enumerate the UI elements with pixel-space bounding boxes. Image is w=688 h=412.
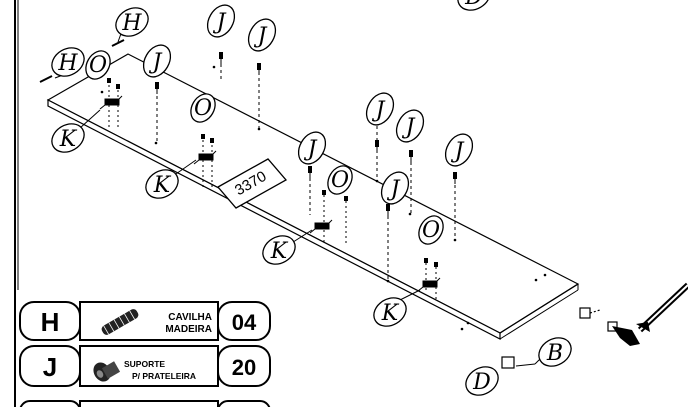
svg-text:B: B	[546, 341, 563, 366]
callout-d-top: D	[457, 0, 491, 11]
svg-text:J: J	[149, 50, 163, 75]
k-brackets	[99, 95, 441, 292]
shelf-support-icon	[93, 361, 121, 382]
callout-o-4: O	[418, 215, 444, 245]
callout-b: B	[538, 337, 572, 367]
parts-row-h: H CAVILHA MADEIRA 04	[19, 301, 271, 341]
svg-text:J: J	[372, 98, 386, 123]
svg-text:D: D	[464, 0, 483, 10]
svg-text:J: J	[213, 10, 227, 35]
parts-row-j-qty: 20	[232, 355, 256, 380]
parts-row-h-qty: 04	[232, 310, 257, 335]
callout-j-8: J	[380, 171, 410, 205]
callout-k-1: K	[51, 123, 85, 153]
callout-j-6: J	[395, 109, 425, 143]
callout-leaders	[54, 27, 544, 367]
callout-k-4: K	[373, 297, 407, 327]
hammer-icon	[612, 282, 688, 346]
callout-o-2: O	[190, 93, 216, 123]
callout-h-2: H	[115, 7, 149, 37]
callout-j-1: J	[206, 4, 236, 38]
parts-row-h-name-line2: MADEIRA	[165, 324, 212, 335]
parts-table: H CAVILHA MADEIRA 04 J	[19, 301, 271, 412]
o-guide-lines	[108, 80, 437, 300]
svg-text:J: J	[451, 139, 465, 164]
callout-k-3: K	[262, 235, 296, 265]
svg-text:O: O	[194, 96, 212, 121]
parts-row-j-name-line2: P/ PRATELEIRA	[132, 371, 196, 381]
svg-text:O: O	[89, 53, 107, 78]
wooden-dowel-icon	[101, 309, 139, 335]
shelf-panel	[46, 53, 580, 340]
svg-text:J: J	[304, 137, 318, 162]
svg-text:O: O	[422, 218, 440, 243]
svg-text:J: J	[402, 115, 416, 140]
svg-text:O: O	[331, 168, 349, 193]
parts-row-h-name-line1: CAVILHA	[168, 312, 212, 323]
parts-row-partial	[19, 400, 271, 412]
svg-text:K: K	[270, 239, 289, 264]
callout-j-2: J	[247, 18, 277, 52]
callout-k-2: K	[145, 169, 179, 199]
small-screws	[107, 78, 438, 267]
callout-o-1: O	[85, 50, 111, 80]
wooden-dowels	[39, 39, 125, 83]
svg-text:J: J	[254, 24, 268, 49]
svg-text:K: K	[59, 127, 78, 152]
callout-o-3: O	[327, 165, 353, 195]
svg-text:J: J	[387, 177, 401, 202]
svg-text:H: H	[57, 51, 78, 76]
callout-d: D	[465, 366, 499, 396]
callout-h-1: H	[51, 47, 85, 77]
svg-text:D: D	[472, 370, 491, 395]
svg-text:K: K	[153, 173, 172, 198]
parts-row-j: J SUPORTE P/ PRATELEIRA 20	[19, 345, 271, 387]
panel-holes	[100, 65, 547, 331]
svg-text:H: H	[121, 11, 142, 36]
callout-j-7: J	[444, 133, 474, 167]
callout-j-3: J	[142, 44, 172, 78]
parts-row-j-name-line1: SUPORTE	[124, 359, 165, 369]
parts-row-h-letter: H	[41, 307, 60, 337]
callout-j-5: J	[365, 92, 395, 126]
callout-j-4: J	[297, 131, 327, 165]
parts-row-j-letter: J	[43, 352, 57, 382]
svg-text:K: K	[381, 301, 400, 326]
